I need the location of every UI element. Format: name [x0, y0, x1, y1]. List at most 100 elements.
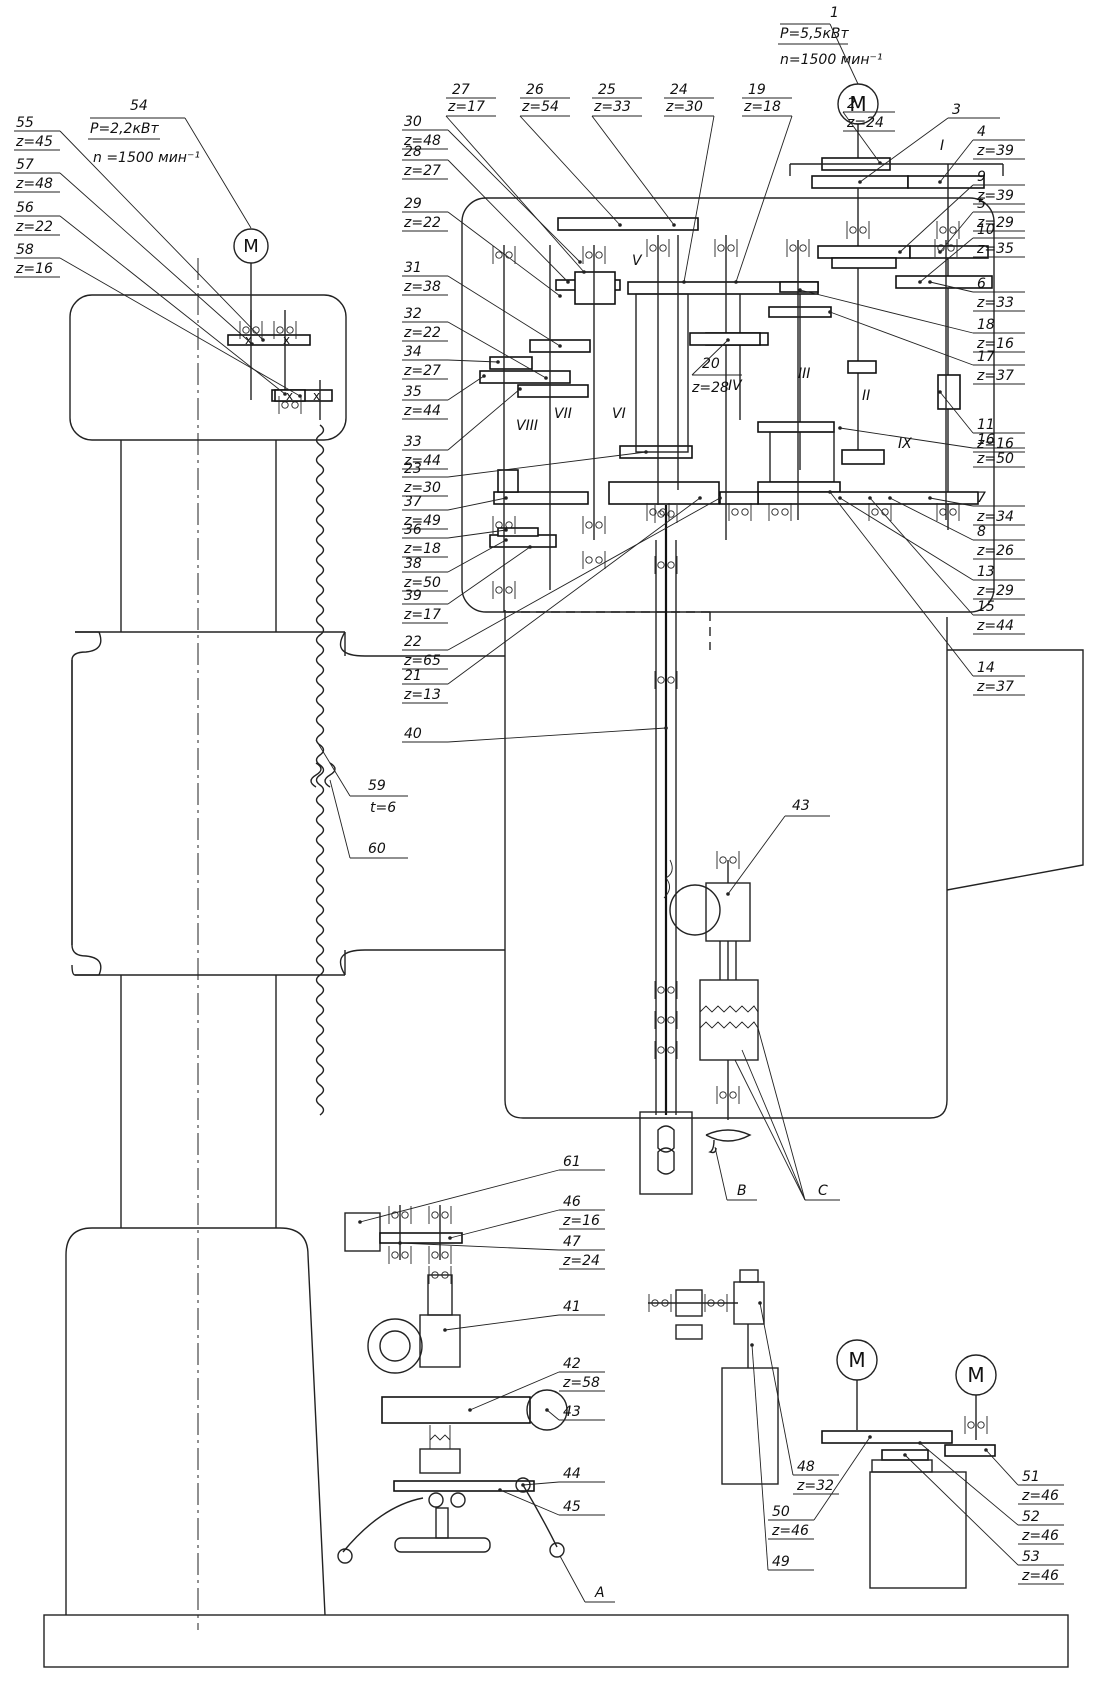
- spindle-chuck: [639, 1111, 693, 1195]
- base-plate: [43, 1614, 1069, 1668]
- part-61-number: 61: [563, 1154, 581, 1170]
- main-motor-symbol: M: [849, 92, 866, 116]
- gear-31-number: 31: [404, 260, 422, 276]
- svg-text:x: x: [283, 333, 290, 347]
- shaft-vii-label: VII: [554, 406, 572, 422]
- gear-51-number: 51: [1022, 1469, 1040, 1485]
- gear-9-teeth: z=39: [976, 188, 1014, 204]
- part-42-number: 42: [563, 1356, 581, 1372]
- main-motor-number: 1: [830, 5, 839, 21]
- gear-37-number: 37: [404, 494, 422, 510]
- gearbox-housing: [461, 197, 995, 613]
- gear-5-number: 5: [977, 196, 986, 212]
- part-50-teeth: z=46: [771, 1523, 809, 1539]
- gear-23-teeth: z=30: [403, 480, 441, 496]
- gear-9-number: 9: [977, 169, 986, 185]
- gear-10-teeth: z=35: [976, 241, 1014, 257]
- gear-16-teeth: z=50: [976, 451, 1014, 467]
- gear-52-teeth: z=46: [1021, 1528, 1059, 1544]
- gear-5-teeth: z=29: [976, 215, 1014, 231]
- lift-motor-number: 54: [130, 98, 148, 114]
- handwheel-b[interactable]: [705, 1129, 752, 1154]
- gear-20-teeth: z=28: [691, 380, 729, 396]
- gear-39-teeth: z=17: [403, 607, 441, 623]
- gear-25-number: 25: [598, 82, 616, 98]
- gear-32-teeth: z=22: [403, 325, 441, 341]
- gear-56-teeth: z=22: [15, 219, 53, 235]
- gear-6-teeth: z=33: [976, 295, 1014, 311]
- lift-motor-power: P=2,2кВт: [90, 121, 159, 137]
- gear-22-number: 22: [404, 634, 422, 650]
- gear-36-teeth: z=18: [403, 541, 441, 557]
- gear-35-teeth: z=44: [403, 403, 441, 419]
- machine-body: [43, 197, 1084, 1668]
- part-49-number: 49: [772, 1554, 790, 1570]
- radial-arm: [71, 631, 505, 976]
- gear-22-teeth: z=65: [403, 653, 441, 669]
- feed-box-number: 43: [792, 798, 810, 814]
- gear-21-teeth: z=13: [403, 687, 441, 703]
- gear-57-teeth: z=48: [15, 176, 53, 192]
- gear-58-teeth: z=16: [15, 261, 53, 277]
- shaft-iv-label: IV: [728, 378, 743, 394]
- lead-screw: [315, 424, 325, 1116]
- gear-53-number: 53: [1022, 1549, 1040, 1565]
- gear-36-number: 36: [404, 522, 422, 538]
- gear-15-number: 15: [977, 599, 995, 615]
- gear-56-number: 56: [16, 200, 34, 216]
- part-43-number: 43: [563, 1404, 581, 1420]
- shaft-ix-label: IX: [898, 436, 912, 452]
- part-46-teeth: z=16: [562, 1213, 600, 1229]
- lever-a-label: A: [594, 1585, 605, 1601]
- main-gear-train: M: [479, 83, 1004, 1195]
- feed-handle-assembly: [337, 1205, 568, 1564]
- gear-33-number: 33: [404, 434, 422, 450]
- gear-51-teeth: z=46: [1021, 1488, 1059, 1504]
- lift-nut-icon: [310, 762, 336, 788]
- gear-29-number: 29: [404, 196, 422, 212]
- gear-18-number: 18: [977, 317, 995, 333]
- gear-53-teeth: z=46: [1021, 1568, 1059, 1584]
- gear-19-number: 19: [748, 82, 766, 98]
- gear-13-number: 13: [977, 564, 995, 580]
- spindle-head: [504, 610, 948, 1119]
- gear-6-number: 6: [977, 276, 986, 292]
- part-42-teeth: z=58: [562, 1375, 600, 1391]
- gear-29-teeth: z=22: [403, 215, 441, 231]
- aux-motor-right-symbol: M: [967, 1363, 984, 1387]
- gear-38-teeth: z=50: [403, 575, 441, 591]
- lead-screw-pitch: t=6: [370, 800, 396, 816]
- gear-17-teeth: z=37: [976, 368, 1014, 384]
- aux-drive-assembly: M M: [821, 1339, 997, 1589]
- lever-a-icon[interactable]: [342, 1484, 558, 1553]
- lift-motor-speed: n =1500 мин⁻¹: [93, 150, 200, 166]
- gear-39-number: 39: [404, 588, 422, 604]
- gear-11-number: 11: [977, 417, 995, 433]
- shaft-v-label: V: [632, 253, 643, 269]
- gear-24-number: 24: [670, 82, 688, 98]
- gear-34-number: 34: [404, 344, 422, 360]
- gear-30-teeth: z=48: [403, 133, 441, 149]
- part-47-teeth: z=24: [562, 1253, 600, 1269]
- part-48-number: 48: [797, 1459, 815, 1475]
- gear-38-number: 38: [404, 556, 422, 572]
- gear-55-teeth: z=45: [15, 134, 53, 150]
- part-46-number: 46: [563, 1194, 581, 1210]
- gear-57-number: 57: [16, 157, 34, 173]
- lead-screw-number: 59: [368, 778, 386, 794]
- main-motor-speed: n=1500 мин⁻¹: [780, 52, 883, 68]
- gear-34-teeth: z=27: [403, 363, 441, 379]
- worm-pair-c-label: C: [818, 1183, 828, 1199]
- gear-13-teeth: z=29: [976, 583, 1014, 599]
- svg-text:x: x: [313, 389, 320, 403]
- gear-19-teeth: z=18: [743, 99, 781, 115]
- shaft-i-label: I: [940, 138, 944, 154]
- gear-26-teeth: z=54: [521, 99, 559, 115]
- column-lift-drive: M x x x x: [227, 228, 336, 1116]
- gear-2-number: 2: [847, 96, 856, 112]
- gear-21-number: 21: [404, 668, 422, 684]
- part-48-teeth: z=32: [796, 1478, 834, 1494]
- bearings: [239, 221, 988, 1434]
